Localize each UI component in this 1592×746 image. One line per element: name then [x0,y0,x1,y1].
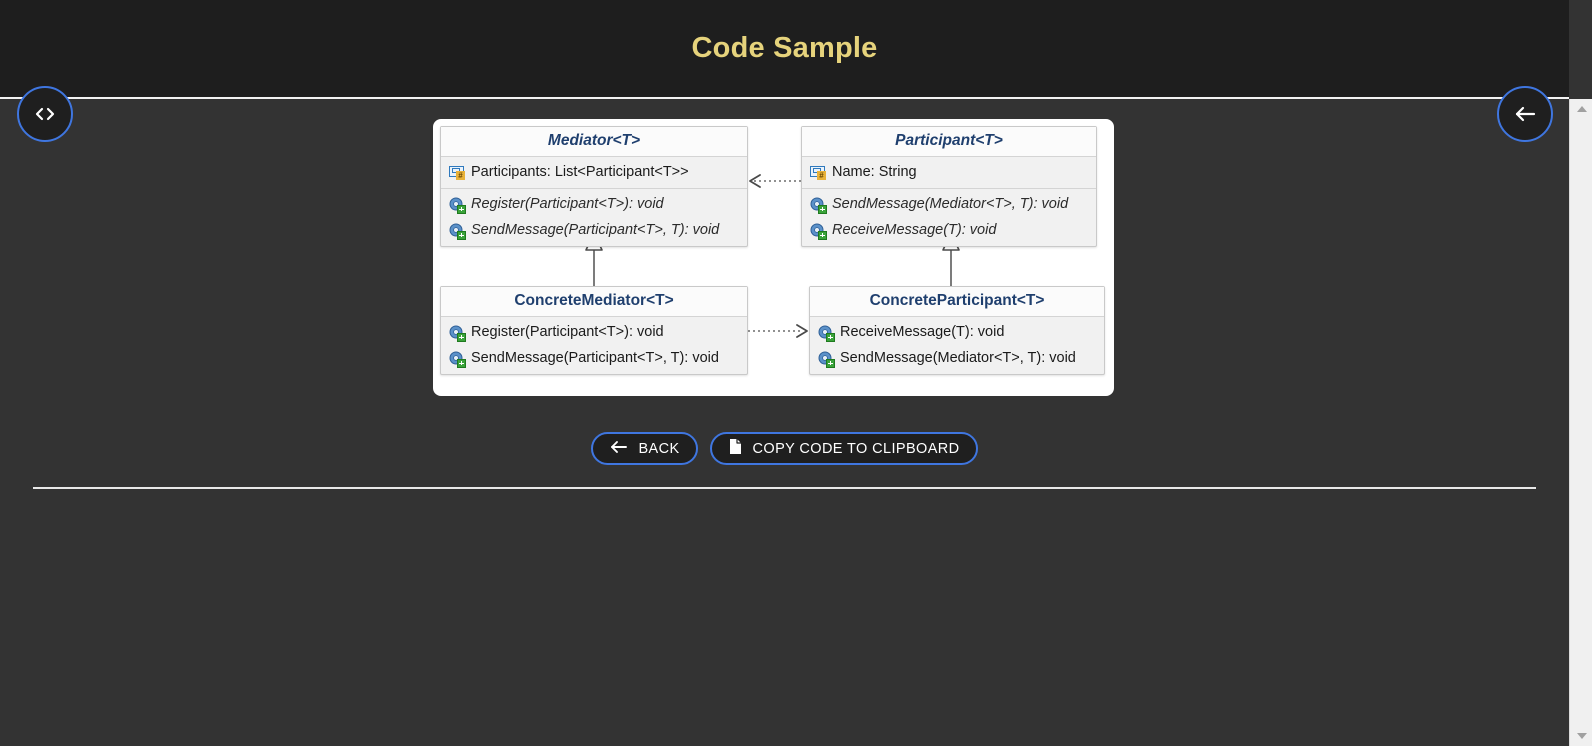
uml-methods-section: Register(Participant<T>): void SendMessa… [441,317,747,374]
method-icon [449,222,466,240]
uml-field-row: # Name: String [802,159,1096,185]
chevron-down-icon [1576,733,1587,739]
uml-class-concreteparticipant[interactable]: ConcreteParticipant<T> ReceiveMessage(T)… [809,286,1105,375]
uml-method-label: Register(Participant<T>): void [471,324,664,340]
navigate-back-button[interactable] [1497,86,1553,142]
method-icon [810,222,827,240]
uml-class-mediator[interactable]: Mediator<T> # Participants: List<Partici… [440,126,748,247]
field-icon: # [810,164,827,181]
class-diagram-card: Mediator<T> # Participants: List<Partici… [433,119,1114,396]
uml-method-row: SendMessage(Mediator<T>, T): void [810,345,1104,371]
uml-field-row: # Participants: List<Participant<T>> [441,159,747,185]
page-title: Code Sample [691,32,878,64]
scroll-up-button[interactable] [1570,99,1592,119]
class-diagram: Mediator<T> # Participants: List<Partici… [433,119,1114,396]
uml-method-label: ReceiveMessage(T): void [840,324,1005,340]
uml-fields-section: # Participants: List<Participant<T>> [441,157,747,188]
chevron-up-icon [1576,106,1587,112]
method-icon [818,350,835,368]
uml-method-row: Register(Participant<T>): void [441,191,747,217]
section-divider [33,487,1536,489]
scroll-down-button[interactable] [1570,726,1592,746]
uml-method-row: SendMessage(Participant<T>, T): void [441,217,747,243]
uml-method-row: ReceiveMessage(T): void [810,319,1104,345]
uml-class-title: Mediator<T> [441,127,747,157]
action-bar: BACK COPY CODE TO CLIPBOARD [0,432,1569,465]
uml-methods-section: ReceiveMessage(T): void SendMessage(Medi… [810,317,1104,374]
method-icon [449,324,466,342]
back-button-label: BACK [638,440,680,457]
uml-method-label: SendMessage(Mediator<T>, T): void [832,196,1069,212]
uml-methods-section: SendMessage(Mediator<T>, T): void Receiv… [802,188,1096,246]
uml-method-row: SendMessage(Mediator<T>, T): void [802,191,1096,217]
method-icon [818,324,835,342]
copy-code-button-label: COPY CODE TO CLIPBOARD [752,440,960,457]
uml-method-row: ReceiveMessage(T): void [802,217,1096,243]
arrow-left-icon [1513,105,1537,123]
uml-method-row: Register(Participant<T>): void [441,319,747,345]
uml-class-title: Participant<T> [802,127,1096,157]
uml-method-row: SendMessage(Participant<T>, T): void [441,345,747,371]
field-icon: # [449,164,466,181]
uml-method-label: SendMessage(Participant<T>, T): void [471,350,719,366]
method-icon [449,196,466,214]
uml-fields-section: # Name: String [802,157,1096,188]
file-copy-icon [728,438,743,459]
method-icon [810,196,827,214]
uml-field-label: Participants: List<Participant<T>> [471,164,689,180]
arrow-left-icon [609,440,628,458]
uml-method-label: SendMessage(Mediator<T>, T): void [840,350,1076,366]
uml-method-label: Register(Participant<T>): void [471,196,664,212]
uml-class-title: ConcreteMediator<T> [441,287,747,317]
vertical-scrollbar[interactable] [1569,99,1592,746]
page-header: Code Sample [0,0,1569,99]
uml-class-title: ConcreteParticipant<T> [810,287,1104,317]
copy-code-button[interactable]: COPY CODE TO CLIPBOARD [709,432,978,465]
uml-class-participant[interactable]: Participant<T> # Name: String [801,126,1097,247]
uml-class-concretemediator[interactable]: ConcreteMediator<T> Register(Participant… [440,286,748,375]
code-brackets-icon [33,106,57,122]
uml-field-label: Name: String [832,164,917,180]
uml-method-label: SendMessage(Participant<T>, T): void [471,222,720,238]
uml-method-label: ReceiveMessage(T): void [832,222,997,238]
uml-methods-section: Register(Participant<T>): void SendMessa… [441,188,747,246]
view-code-button[interactable] [17,86,73,142]
method-icon [449,350,466,368]
back-button[interactable]: BACK [591,432,698,465]
